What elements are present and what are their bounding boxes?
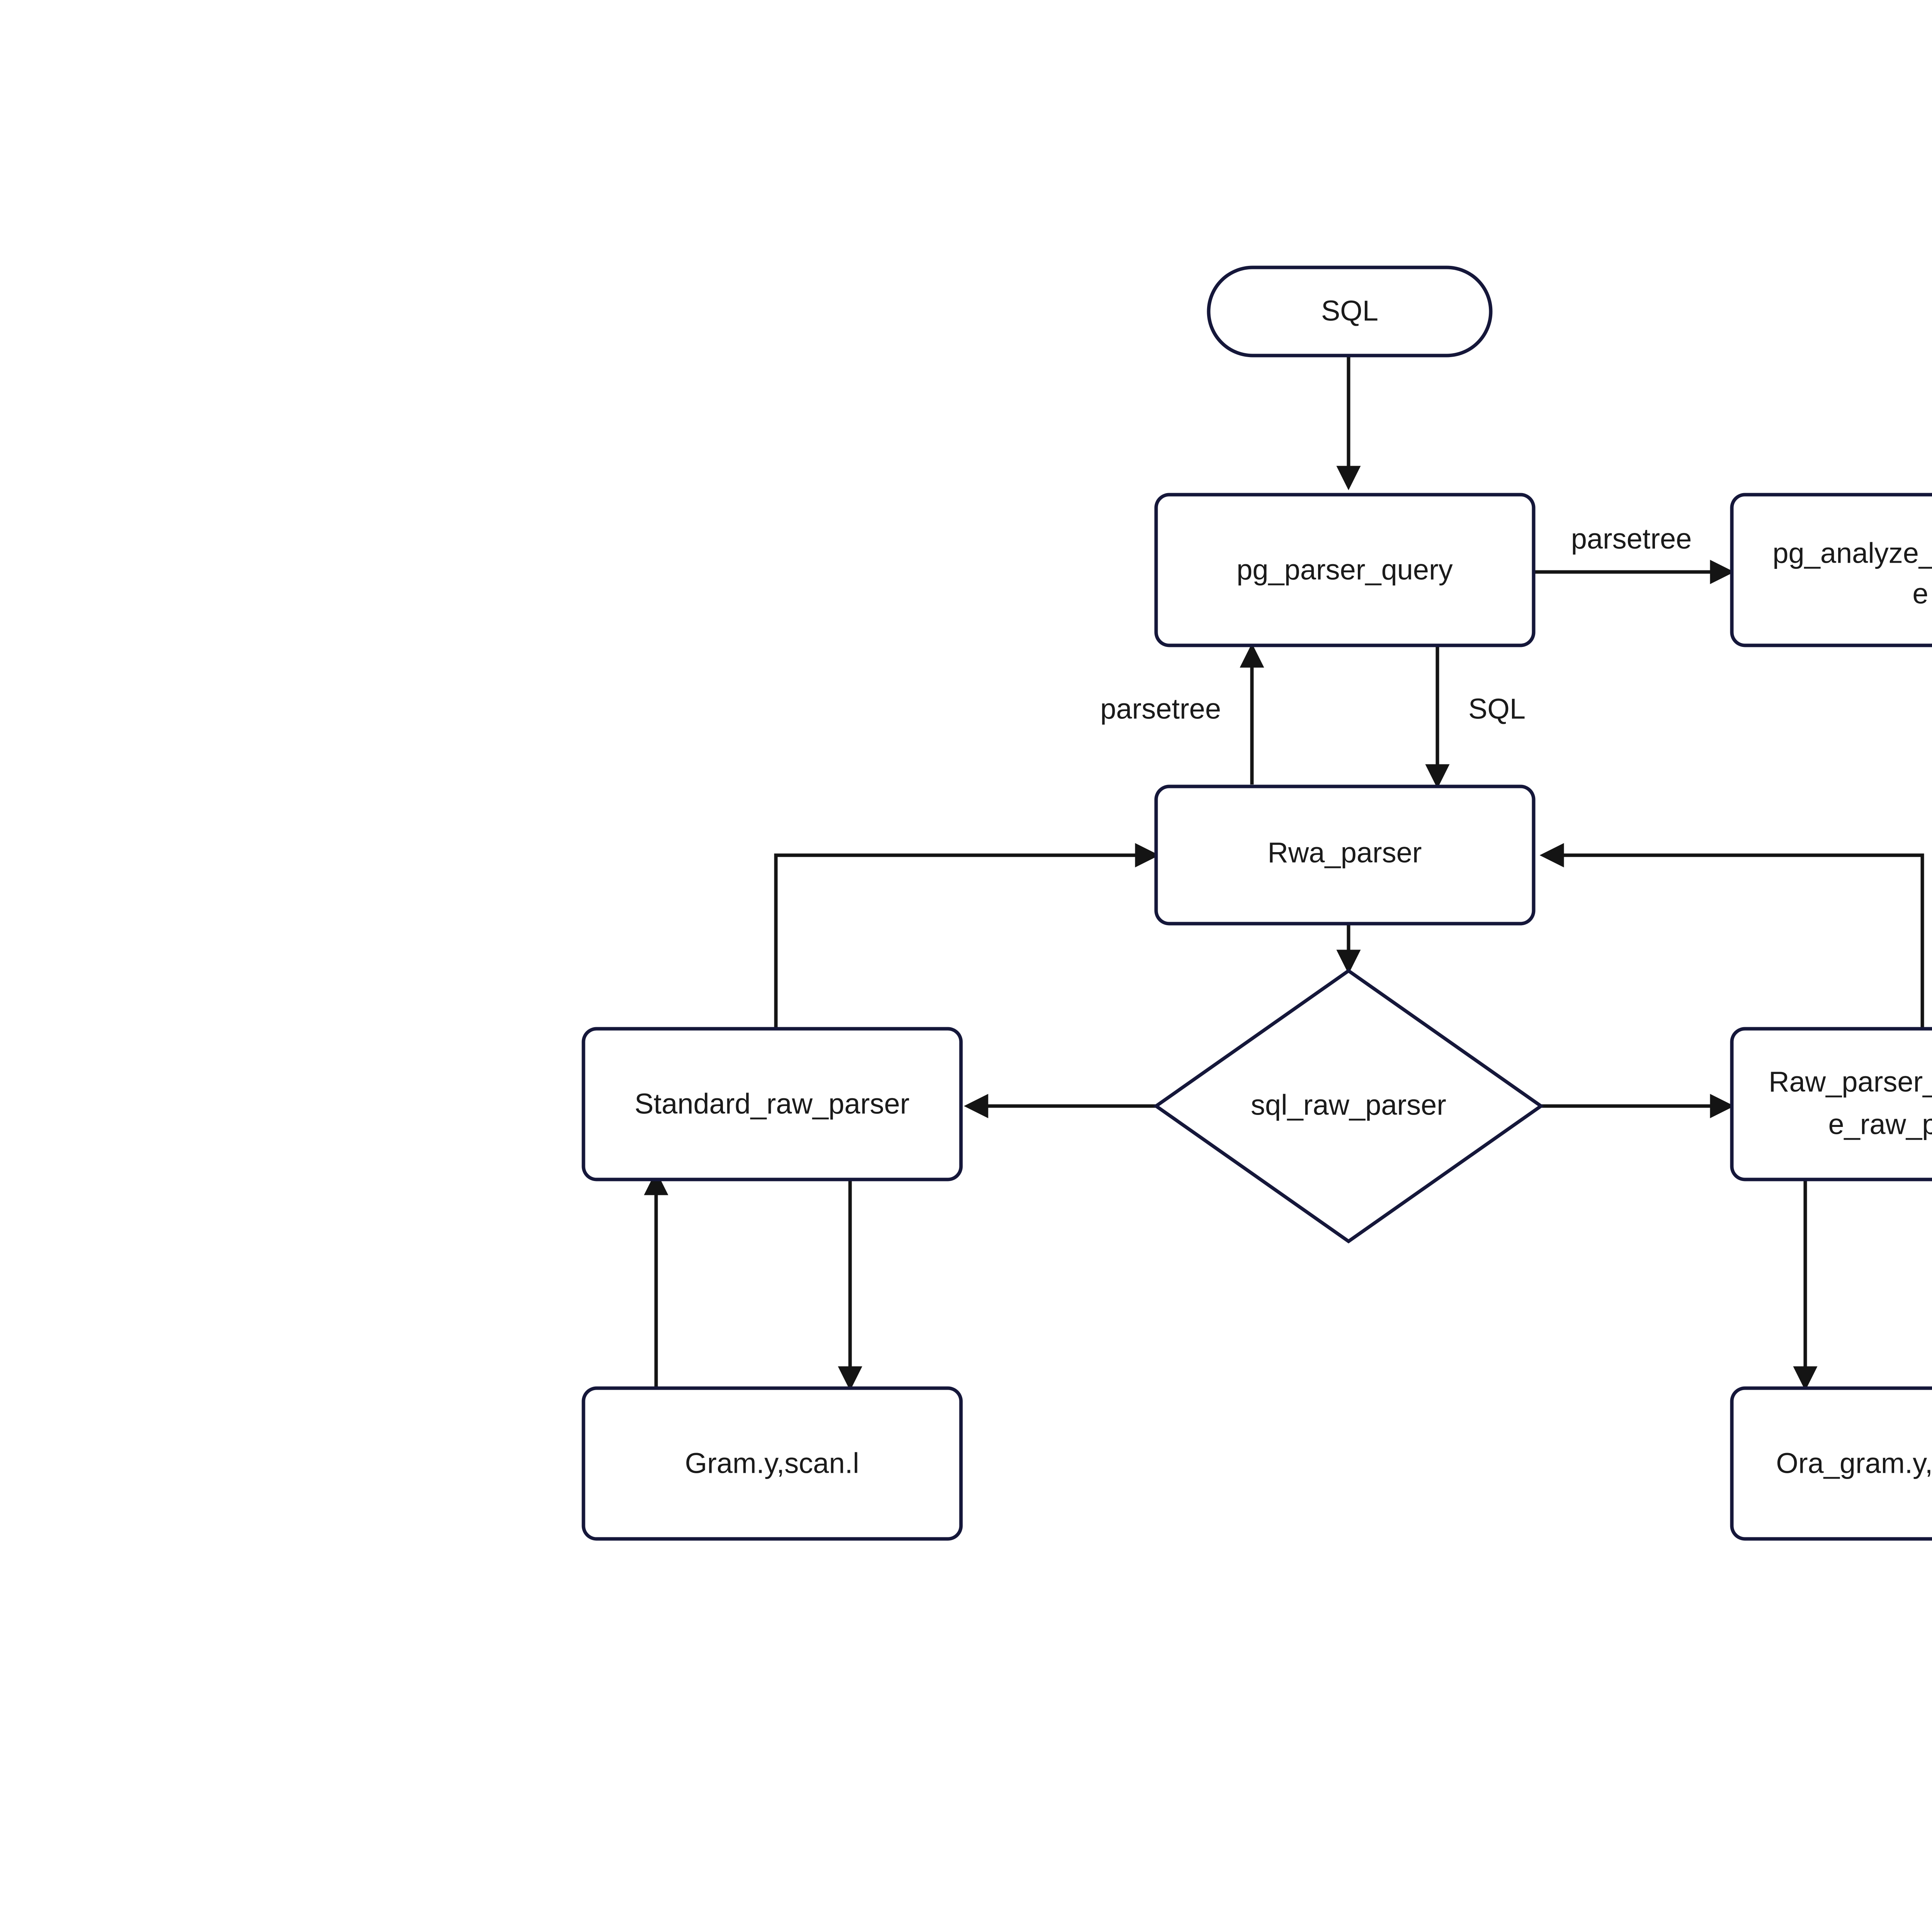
node-rwa-parser-label: Rwa_parser [1268, 837, 1422, 869]
node-sql-start[interactable]: SQL [1207, 265, 1493, 357]
node-raw-parser-hook-label-line2: e_raw_parser) [1828, 1108, 1932, 1140]
node-sql-raw-parser-label: sql_raw_parser [1251, 1089, 1446, 1121]
node-ora-gram-scan[interactable]: Ora_gram.y,ora_scan.l [1730, 1386, 1932, 1541]
node-pg-analyze-and-rewrite-label-line1: pg_analyze_and_rewrit [1772, 537, 1932, 569]
node-pg-parser-query-label: pg_parser_query [1236, 554, 1452, 586]
node-standard-raw-parser-label: Standard_raw_parser [634, 1088, 910, 1120]
node-sql-start-label: SQL [1321, 295, 1378, 327]
node-pg-parser-query[interactable]: pg_parser_query [1154, 493, 1536, 647]
edge-label-parsetree-up: parsetree [1100, 693, 1221, 725]
node-ora-gram-scan-label: Ora_gram.y,ora_scan.l [1776, 1447, 1932, 1479]
node-standard-raw-parser[interactable]: Standard_raw_parser [582, 1027, 963, 1181]
edge-label-sql-down: SQL [1468, 693, 1526, 725]
edge-standard-raw-parser-to-rwa-parser [774, 843, 1160, 1027]
node-gram-scan[interactable]: Gram.y,scan.l [582, 1386, 963, 1541]
node-pg-analyze-and-rewrite-label-line2: e [1912, 578, 1928, 610]
node-raw-parser-hook[interactable]: Raw_parser_hook(oracl e_raw_parser) [1730, 1027, 1932, 1181]
node-pg-analyze-and-rewrite[interactable]: pg_analyze_and_rewrit e [1730, 493, 1932, 647]
edge-label-parsetree-to-analyze: parsetree [1571, 523, 1692, 555]
node-raw-parser-hook-label-line1: Raw_parser_hook(oracl [1769, 1066, 1932, 1098]
node-rwa-parser[interactable]: Rwa_parser [1154, 785, 1536, 926]
node-gram-scan-label: Gram.y,scan.l [685, 1447, 859, 1479]
edge-raw-parser-hook-to-rwa-parser [1539, 843, 1924, 1027]
node-sql-raw-parser[interactable]: sql_raw_parser [1153, 968, 1544, 1244]
